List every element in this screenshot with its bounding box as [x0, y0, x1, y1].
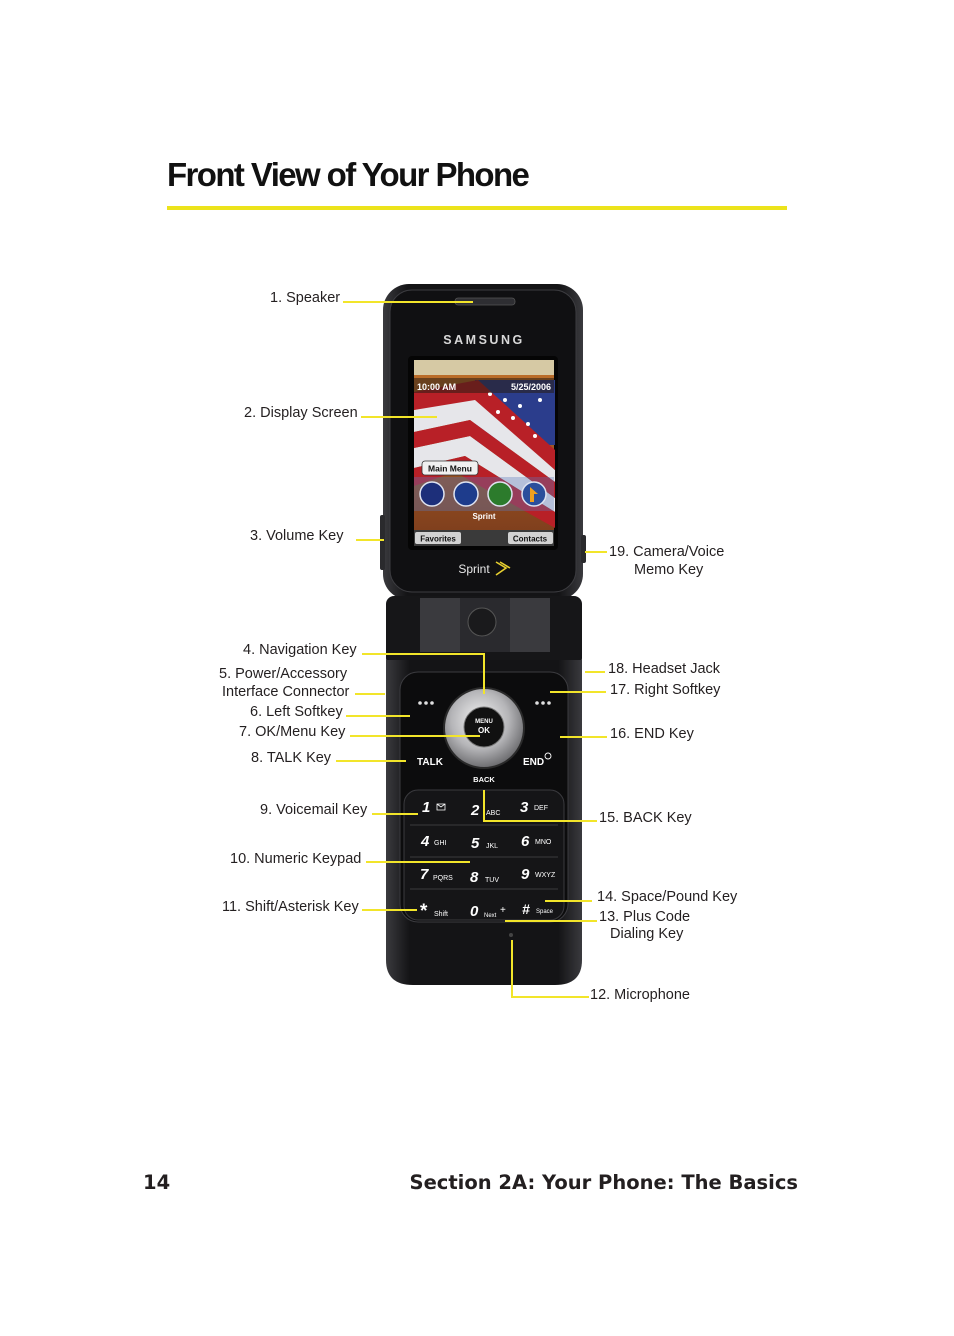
svg-text:2: 2: [470, 802, 480, 819]
end-label: END: [523, 757, 544, 768]
svg-text:DEF: DEF: [534, 805, 548, 812]
leader-voicemail: [372, 813, 418, 815]
callout-display-screen: 2. Display Screen: [244, 405, 358, 421]
leader-power: [355, 693, 385, 695]
svg-text:6: 6: [521, 833, 530, 850]
callout-left-softkey: 6. Left Softkey: [250, 704, 343, 720]
section-title: Section 2A: Your Phone: The Basics: [409, 1171, 798, 1194]
leader-shift: [362, 909, 417, 911]
phone-lower-body: MENU OK TALK END BACK 1 2 ABC 3 DEF 4 GH…: [386, 660, 582, 985]
carrier-swoosh: [495, 561, 511, 576]
leader-display: [361, 416, 437, 418]
leader-back-v: [483, 790, 485, 821]
callout-end-key: 16. END Key: [610, 726, 694, 742]
leader-left-softkey: [346, 715, 410, 717]
leader-camera: [585, 551, 607, 553]
screen-left-soft: Favorites: [420, 535, 456, 544]
callout-navigation-key: 4. Navigation Key: [243, 642, 357, 658]
screen-main-menu: Main Menu: [428, 464, 472, 474]
callout-ok-menu-key: 7. OK/Menu Key: [239, 724, 346, 740]
svg-text:1: 1: [422, 799, 430, 816]
leader-ok-menu: [350, 735, 480, 737]
page-title: Front View of Your Phone: [167, 156, 530, 193]
carrier-logo: Sprint: [458, 562, 490, 576]
callout-voicemail-key: 9. Voicemail Key: [260, 802, 368, 818]
leader-numeric: [366, 861, 470, 863]
callout-microphone: 12. Microphone: [590, 987, 690, 1003]
svg-text:0: 0: [470, 903, 479, 920]
camera-key: [581, 535, 586, 563]
svg-text:MENU: MENU: [475, 719, 493, 725]
leader-speaker: [343, 301, 473, 303]
callout-camera-voice-2: Memo Key: [634, 562, 704, 578]
talk-label: TALK: [417, 757, 444, 768]
svg-text:#: #: [522, 901, 530, 917]
svg-text:OK: OK: [478, 726, 490, 735]
svg-text:MNO: MNO: [535, 839, 552, 846]
svg-text:GHI: GHI: [434, 840, 447, 847]
callout-plus-code-2: Dialing Key: [610, 926, 684, 942]
numeric-keypad: 1 2 ABC 3 DEF 4 GHI 5 JKL 6 MNO 7 PQRS 8…: [403, 789, 565, 922]
phone-hinge: [386, 596, 582, 666]
leader-right-softkey: [550, 691, 606, 693]
volume-key: [380, 515, 385, 570]
callout-plus-code-1: 13. Plus Code: [599, 909, 691, 925]
svg-text:5: 5: [471, 835, 480, 852]
svg-text:Shift: Shift: [434, 911, 448, 918]
svg-text:9: 9: [521, 866, 530, 883]
callout-power-accessory-2: Interface Connector: [222, 684, 350, 700]
leader-microphone-h: [511, 996, 589, 998]
svg-text:7: 7: [420, 866, 429, 883]
leader-microphone-v: [511, 940, 513, 998]
screen-carrier: Sprint: [472, 512, 495, 521]
callout-power-accessory-1: 5. Power/Accessory: [219, 666, 348, 682]
leader-talk: [336, 760, 406, 762]
callout-back-key: 15. BACK Key: [599, 810, 692, 826]
callout-talk-key: 8. TALK Key: [251, 750, 332, 766]
leader-volume: [356, 539, 384, 541]
svg-text:JKL: JKL: [486, 843, 498, 850]
callout-camera-voice-1: 19. Camera/Voice: [609, 544, 725, 560]
ok-menu-button: [463, 706, 505, 748]
page-number: 14: [143, 1171, 171, 1194]
leader-plus-code: [505, 920, 597, 922]
svg-text:8: 8: [470, 869, 479, 886]
svg-text:WXYZ: WXYZ: [535, 872, 556, 879]
callout-right-softkey: 17. Right Softkey: [610, 682, 721, 698]
brand-logo: SAMSUNG: [443, 333, 524, 347]
leader-back-h: [483, 820, 597, 822]
svg-text:+: +: [500, 905, 506, 916]
title-rule: [167, 206, 787, 210]
microphone-hole: [509, 933, 513, 937]
svg-text:4: 4: [420, 833, 430, 850]
display-content: 10:00 AM 5/25/2006 Main Menu Sprint Favo…: [414, 360, 555, 546]
screen-time: 10:00 AM: [417, 382, 456, 392]
callout-volume-key: 3. Volume Key: [250, 528, 344, 544]
screen-right-soft: Contacts: [513, 535, 548, 544]
leader-headset: [585, 671, 605, 673]
callout-numeric-keypad: 10. Numeric Keypad: [230, 851, 362, 867]
callout-speaker: 1. Speaker: [270, 290, 341, 306]
svg-text:ABC: ABC: [486, 810, 500, 817]
leader-space-pound: [545, 900, 592, 902]
leader-end: [560, 736, 607, 738]
svg-text:PQRS: PQRS: [433, 875, 453, 882]
callout-space-pound-key: 14. Space/Pound Key: [597, 889, 738, 905]
svg-text:Space: Space: [536, 909, 554, 915]
svg-text:*: *: [420, 901, 428, 922]
svg-text:3: 3: [520, 799, 529, 816]
svg-text:TUV: TUV: [485, 877, 499, 884]
callout-shift-asterisk-key: 11. Shift/Asterisk Key: [222, 899, 359, 915]
leader-navigation-v: [483, 653, 485, 694]
callout-headset-jack: 18. Headset Jack: [608, 661, 721, 677]
leader-navigation-h: [362, 653, 485, 655]
screen-date: 5/25/2006: [511, 382, 551, 392]
phone-upper-flip: SAMSUNG 10:00 AM: [380, 284, 586, 600]
svg-text:Next: Next: [484, 913, 497, 919]
back-label: BACK: [473, 775, 495, 784]
